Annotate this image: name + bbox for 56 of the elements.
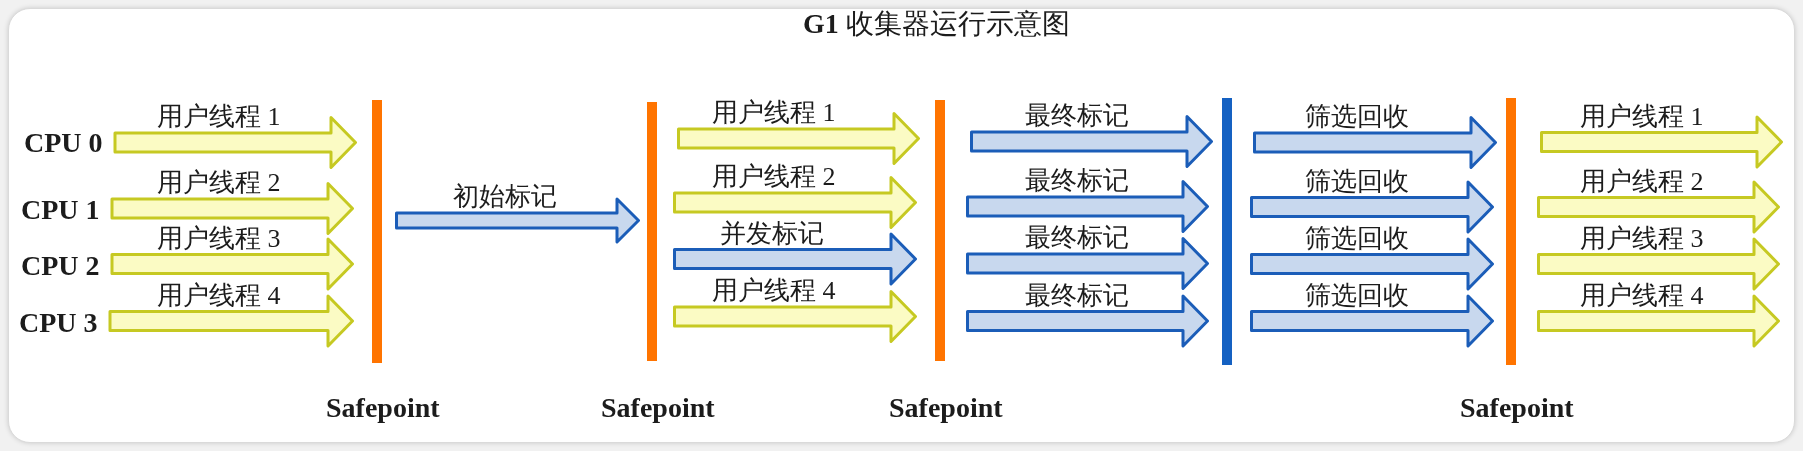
edge-label: 用户线程 4 bbox=[157, 282, 281, 309]
block-arrow bbox=[966, 237, 1209, 290]
bar-caption: Safepoint bbox=[889, 394, 1003, 422]
block-arrow bbox=[1250, 237, 1494, 291]
block-arrow bbox=[673, 232, 917, 286]
edge-label: 最终标记 bbox=[1025, 168, 1129, 194]
block-arrow bbox=[1537, 180, 1780, 234]
vertical-bar bbox=[372, 100, 382, 363]
block-arrow bbox=[966, 180, 1209, 233]
block-arrow bbox=[673, 176, 917, 229]
row-label: CPU 3 bbox=[19, 309, 98, 337]
block-arrow bbox=[970, 115, 1213, 168]
row-label: CPU 2 bbox=[21, 252, 100, 280]
block-arrow bbox=[110, 237, 354, 291]
vertical-bar bbox=[935, 100, 945, 361]
block-arrow bbox=[395, 197, 640, 244]
vertical-bar bbox=[1222, 98, 1232, 365]
edge-label: 初始标记 bbox=[453, 184, 557, 210]
edge-label: 用户线程 4 bbox=[1580, 282, 1704, 309]
edge-label: 最终标记 bbox=[1025, 282, 1129, 309]
edge-label: 最终标记 bbox=[1025, 103, 1129, 129]
row-label: CPU 1 bbox=[21, 196, 100, 224]
block-arrow bbox=[110, 182, 354, 235]
edge-label: 用户线程 1 bbox=[1580, 103, 1704, 130]
block-arrow bbox=[966, 294, 1209, 348]
block-arrow bbox=[1537, 237, 1780, 291]
edge-label: 用户线程 1 bbox=[157, 104, 281, 130]
block-arrow bbox=[1250, 180, 1494, 234]
edge-label: 用户线程 1 bbox=[712, 100, 836, 126]
vertical-bar bbox=[1506, 98, 1516, 365]
edge-label: 用户线程 3 bbox=[157, 225, 281, 252]
bar-caption: Safepoint bbox=[1460, 394, 1574, 422]
block-arrow bbox=[1250, 294, 1494, 348]
edge-label: 用户线程 2 bbox=[1580, 168, 1704, 195]
edge-label: 最终标记 bbox=[1025, 225, 1129, 251]
bar-caption: Safepoint bbox=[326, 394, 440, 422]
edge-label: 用户线程 2 bbox=[712, 164, 836, 190]
edge-label: 用户线程 2 bbox=[157, 170, 281, 196]
block-arrow bbox=[1540, 115, 1783, 169]
row-label: CPU 0 bbox=[24, 129, 103, 157]
block-arrow bbox=[1537, 294, 1780, 348]
edge-label: 并发标记 bbox=[720, 220, 824, 247]
edge-label: 用户线程 3 bbox=[1580, 225, 1704, 252]
title: G1 收集器运行示意图 bbox=[803, 10, 1070, 38]
block-arrow bbox=[673, 290, 917, 343]
edge-label: 筛选回收 bbox=[1305, 282, 1409, 309]
edge-label: 筛选回收 bbox=[1305, 168, 1409, 195]
vertical-bar bbox=[647, 102, 657, 361]
block-arrow bbox=[108, 294, 354, 348]
block-arrow bbox=[113, 116, 357, 169]
block-arrow bbox=[677, 112, 920, 165]
block-arrow bbox=[1253, 116, 1497, 169]
bar-caption: Safepoint bbox=[601, 394, 715, 422]
edge-label: 筛选回收 bbox=[1305, 104, 1409, 130]
edge-label: 筛选回收 bbox=[1305, 225, 1409, 252]
edge-label: 用户线程 4 bbox=[712, 278, 836, 304]
